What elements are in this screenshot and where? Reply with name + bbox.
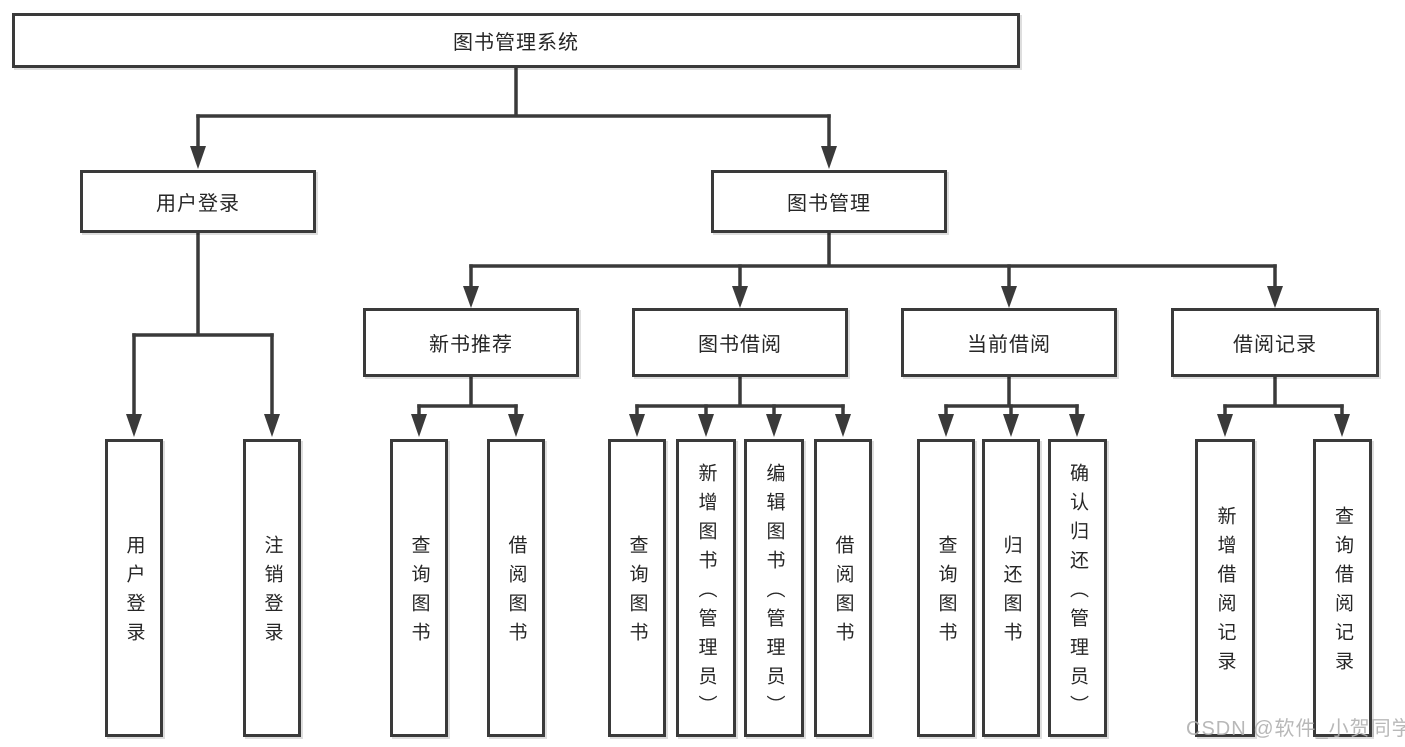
leaf-query-books: 查询图书: [390, 439, 448, 737]
leaf-label: 查询图书: [408, 535, 430, 651]
connector-root-to-level1: [190, 66, 837, 169]
node-label: 图书借阅: [698, 334, 782, 356]
leaf-label: 确认归还（管理员）: [1067, 462, 1088, 724]
leaf-user-login: 用户登录: [105, 439, 163, 737]
connector-bookborrow-to-leaves: [629, 375, 851, 437]
node-label: 用户登录: [156, 193, 240, 215]
leaf-label: 注销登录: [261, 535, 283, 651]
connector-record-to-leaves: [1217, 375, 1350, 437]
node-user-login: 用户登录: [80, 170, 316, 233]
node-label: 图书管理系统: [453, 32, 579, 54]
node-library-management-system: 图书管理系统: [12, 13, 1020, 68]
leaf-label: 查询图书: [935, 535, 957, 651]
leaf-label: 归还图书: [1000, 535, 1022, 651]
leaf-logout: 注销登录: [243, 439, 301, 737]
leaf-add-borrow-record: 新增借阅记录: [1195, 439, 1255, 737]
leaf-edit-books-admin: 编辑图书（管理员）: [744, 439, 804, 737]
leaf-label: 新增借阅记录: [1214, 506, 1236, 680]
leaf-label: 查询图书: [626, 535, 648, 651]
csdn-watermark: CSDN @软件_小贺同学: [1186, 718, 1405, 740]
leaf-label: 借阅图书: [832, 535, 854, 651]
node-label: 借阅记录: [1233, 334, 1317, 356]
node-current-borrowing: 当前借阅: [901, 308, 1117, 377]
leaf-query-books: 查询图书: [917, 439, 975, 737]
node-new-book-recommendation: 新书推荐: [363, 308, 579, 377]
leaf-query-borrow-record: 查询借阅记录: [1313, 439, 1372, 737]
leaf-label: 用户登录: [123, 535, 145, 651]
connector-newbook-to-leaves: [411, 375, 524, 437]
node-borrowing-records: 借阅记录: [1171, 308, 1379, 377]
node-label: 图书管理: [787, 193, 871, 215]
node-book-management: 图书管理: [711, 170, 947, 233]
leaf-return-books: 归还图书: [982, 439, 1040, 737]
node-book-borrowing: 图书借阅: [632, 308, 848, 377]
leaf-confirm-return-admin: 确认归还（管理员）: [1048, 439, 1107, 737]
node-label: 当前借阅: [967, 334, 1051, 356]
leaf-label: 编辑图书（管理员）: [763, 462, 785, 724]
connector-userlogin-to-leaves: [126, 232, 280, 437]
leaf-query-books: 查询图书: [608, 439, 666, 737]
connector-management-to-level2: [463, 231, 1283, 308]
connector-currentborrow-to-leaves: [938, 375, 1085, 437]
node-label: 新书推荐: [429, 334, 513, 356]
leaf-label: 新增图书（管理员）: [695, 462, 717, 724]
leaf-borrow-books: 借阅图书: [487, 439, 545, 737]
leaf-label: 查询借阅记录: [1332, 506, 1353, 680]
leaf-label: 借阅图书: [505, 535, 527, 651]
leaf-add-books-admin: 新增图书（管理员）: [676, 439, 736, 737]
leaf-borrow-books: 借阅图书: [814, 439, 872, 737]
